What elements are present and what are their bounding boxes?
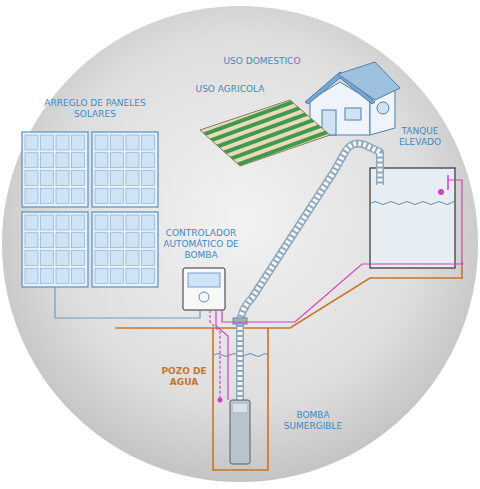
solar-cell [126,171,139,186]
solar-cell [72,251,85,266]
solar-cell [142,251,155,266]
solar-cell [126,153,139,168]
solar-cell [111,215,124,230]
solar-cell [111,153,124,168]
solar-cell [126,215,139,230]
solar-cell [95,171,108,186]
solar-cell [95,135,108,150]
tank-label: TANQUE ELEVADO [382,126,458,148]
solar-cell [56,233,69,248]
controller-display [188,273,220,287]
solar-cell [72,268,85,283]
panel-label: ARREGLO DE PANELES SOLARES [40,98,150,120]
solar-cell [41,188,54,203]
solar-cell [41,233,54,248]
solar-cell [72,153,85,168]
background-circle [2,6,478,482]
solar-panel [92,132,158,207]
solar-cell [56,215,69,230]
solar-cell [95,153,108,168]
solar-cell [142,171,155,186]
solar-cell [56,153,69,168]
pipe-core [240,144,380,400]
solar-cell [72,135,85,150]
solar-cell [126,251,139,266]
solar-cell [25,171,38,186]
float-wire [222,180,462,322]
controller-knob [199,292,209,302]
solar-cell [126,135,139,150]
solar-cell [56,135,69,150]
solar-panel [22,212,88,287]
solar-cell [41,135,54,150]
solar-cell [72,188,85,203]
solar-panel [92,212,158,287]
solar-cell [95,215,108,230]
solar-cell [126,233,139,248]
solar-cell [111,268,124,283]
ground-line [115,262,462,328]
solar-cell [111,251,124,266]
pump-intake [233,404,247,412]
solar-cell [41,251,54,266]
solar-cell [111,233,124,248]
solar-cell [95,233,108,248]
solar-cell [41,215,54,230]
solar-cell [72,215,85,230]
solar-cell [142,153,155,168]
solar-cell [142,233,155,248]
pump-controller [183,268,225,310]
solar-cell [72,171,85,186]
solar-cell [95,188,108,203]
house-label: USO DOMESTICO [218,56,306,67]
solar-cell [111,135,124,150]
solar-cell [25,188,38,203]
house [305,62,400,135]
solar-array [22,132,158,287]
crop-field [200,100,330,166]
solar-cell [25,251,38,266]
solar-cell [126,188,139,203]
solar-cell [142,215,155,230]
controller-label: CONTROLADOR AUTOMÁTICO DE BOMBA [163,228,239,261]
solar-cell [142,268,155,283]
solar-cell [95,268,108,283]
solar-panel [22,132,88,207]
solar-cell [25,268,38,283]
field-label: USO AGRICOLA [192,84,268,95]
tank-water [371,202,454,205]
solar-cell [111,171,124,186]
solar-cell [95,251,108,266]
pump-label: BOMBA SUMERGIBLE [280,410,346,432]
solar-cell [56,268,69,283]
submersible-pump [230,400,250,464]
pump-power-wire [216,310,228,400]
pipe-fitting [233,318,247,324]
solar-cell [41,268,54,283]
solar-cell [56,188,69,203]
solar-cell [72,233,85,248]
solar-cell [126,268,139,283]
solar-cell [25,135,38,150]
level-sensor-wire [210,310,220,398]
power-wire [55,287,200,318]
solar-cell [142,135,155,150]
level-sensor [218,398,223,403]
solar-cell [25,153,38,168]
solar-cell [142,188,155,203]
well-label: POZO DE AGUA [160,366,208,388]
solar-cell [25,215,38,230]
tank-float-switch [447,175,449,190]
solar-cell [41,153,54,168]
solar-cell [41,171,54,186]
water-pipe [240,144,380,400]
solar-cell [25,233,38,248]
tank-float [438,189,444,195]
solar-cell [56,171,69,186]
solar-cell [111,188,124,203]
solar-cell [56,251,69,266]
